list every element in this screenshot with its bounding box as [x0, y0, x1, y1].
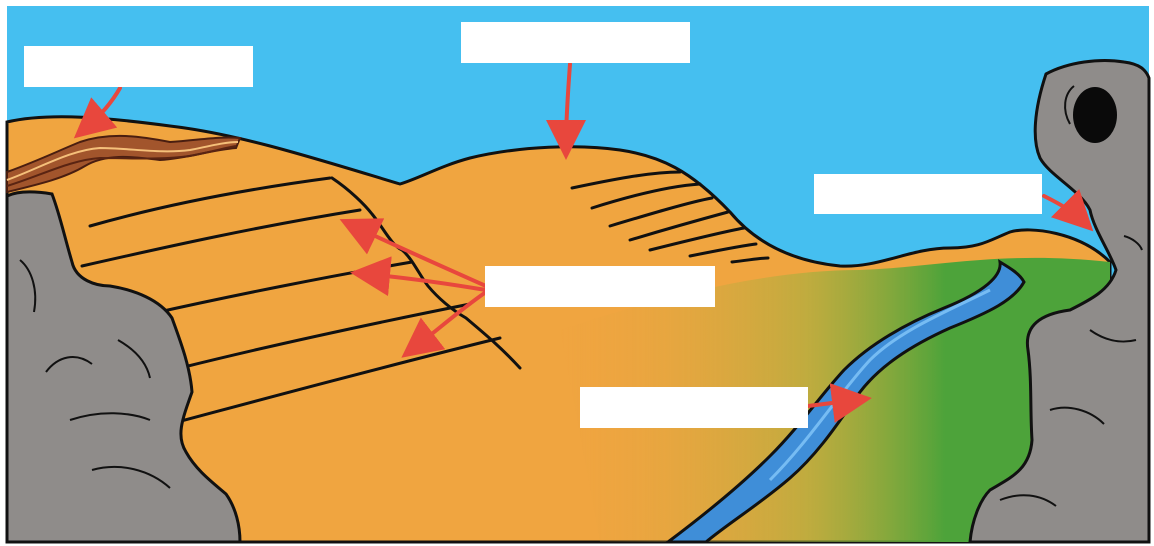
- label-box-joints[interactable]: [485, 266, 715, 307]
- label-box-river[interactable]: [580, 387, 808, 428]
- label-box-hill-summit[interactable]: [461, 22, 690, 63]
- label-box-folded-strata[interactable]: [24, 46, 253, 87]
- cave-opening: [1073, 87, 1117, 143]
- label-box-rock-cave[interactable]: [814, 174, 1042, 214]
